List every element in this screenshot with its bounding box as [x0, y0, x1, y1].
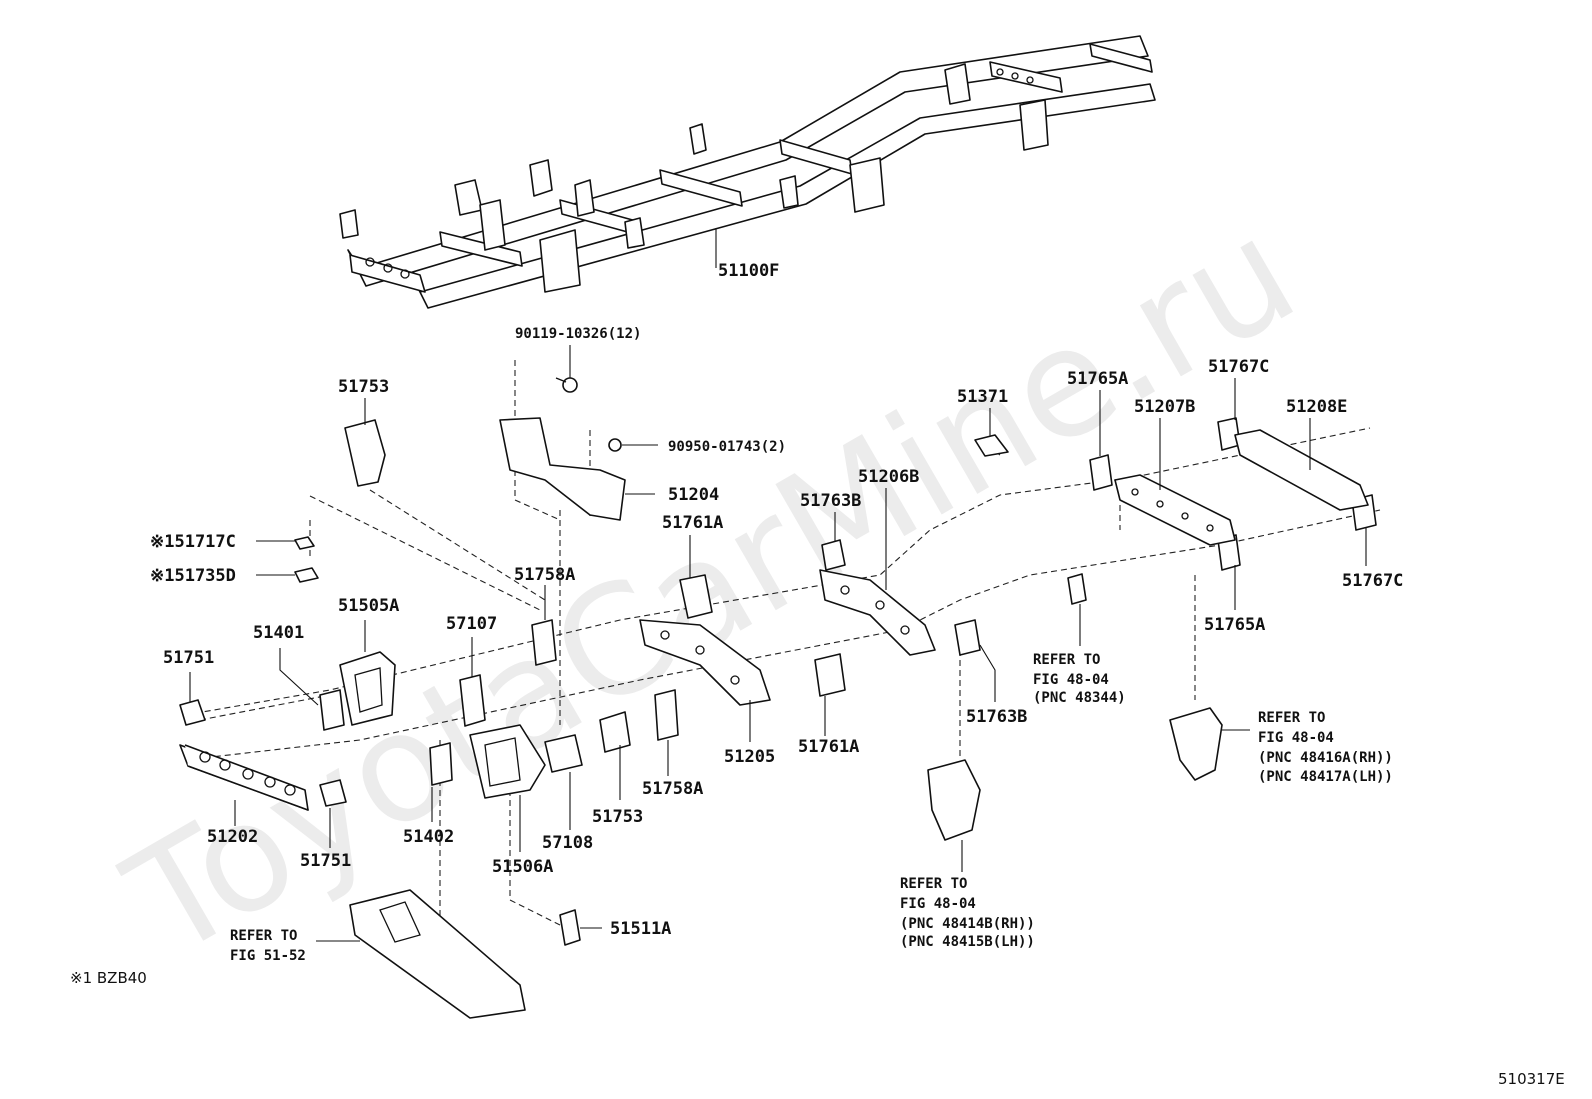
refer-block-48416A: REFER TO FIG 48-04 (PNC 48416A(RH)) (PNC…: [1258, 710, 1393, 785]
svg-text:FIG 48-04: FIG 48-04: [1258, 730, 1334, 746]
label-51753-top: 51753: [338, 377, 389, 397]
figure-code: 510317E: [1498, 1070, 1565, 1088]
svg-text:FIG 51-52: FIG 51-52: [230, 948, 306, 964]
part-51763B-bottom: [954, 619, 981, 656]
label-51763B-top: 51763B: [800, 491, 861, 511]
part-51202: [179, 744, 309, 811]
label-51767C-top: 51767C: [1208, 357, 1269, 377]
part-ref-48344: [1067, 573, 1087, 605]
part-57108: [544, 734, 583, 773]
part-51758A-bottom: [654, 689, 679, 741]
part-51207B: [1114, 474, 1236, 546]
part-51505A: [339, 651, 396, 726]
nut-90950-01743: [608, 438, 622, 452]
label-51758A-bottom: 51758A: [642, 779, 703, 799]
part-51758A-top: [531, 619, 557, 666]
label-51765A-top: 51765A: [1067, 369, 1128, 389]
label-90119-10326: 90119-10326(12): [515, 326, 641, 342]
label-51100F: 51100F: [718, 261, 779, 281]
svg-text:REFER TO: REFER TO: [230, 928, 297, 944]
label-51204: 51204: [668, 485, 719, 505]
label-51205: 51205: [724, 747, 775, 767]
label-51401: 51401: [253, 623, 304, 643]
part-51402: [429, 742, 453, 786]
frame-assembly-51100F: [339, 35, 1156, 309]
part-51371: [974, 434, 1009, 457]
svg-text:REFER TO: REFER TO: [1033, 652, 1100, 668]
label-51208E: 51208E: [1286, 397, 1347, 417]
part-51753-top: [344, 419, 386, 487]
label-57107: 57107: [446, 614, 497, 634]
label-90950-01743: 90950-01743(2): [668, 439, 786, 455]
part-ref-48416A: [1169, 707, 1223, 781]
label-51506A: 51506A: [492, 857, 553, 877]
svg-text:(PNC 48416A(RH)): (PNC 48416A(RH)): [1258, 750, 1393, 766]
part-51401: [319, 689, 345, 731]
part-51751-bottom: [319, 779, 347, 807]
label-51751-left: 51751: [163, 648, 214, 668]
label-51751-bottom: 51751: [300, 851, 351, 871]
part-ref-48414B: [927, 759, 981, 841]
part-51511A: [559, 909, 581, 946]
svg-text:(PNC 48414B(RH)): (PNC 48414B(RH)): [900, 916, 1035, 932]
label-51717C: ※151717C: [150, 532, 236, 552]
part-51753-bottom: [599, 711, 631, 753]
part-57107: [459, 674, 486, 727]
label-51206B: 51206B: [858, 467, 919, 487]
svg-text:FIG 48-04: FIG 48-04: [1033, 672, 1109, 688]
refer-block-48344: REFER TO FIG 48-04 (PNC 48344): [1033, 652, 1126, 706]
label-51763B-bottom: 51763B: [966, 707, 1027, 727]
refer-block-51-52: REFER TO FIG 51-52: [230, 928, 306, 964]
part-ref-51-52: [349, 889, 526, 1019]
svg-text:(PNC 48417A(LH)): (PNC 48417A(LH)): [1258, 769, 1393, 785]
label-51735D: ※151735D: [150, 566, 236, 586]
label-51402: 51402: [403, 827, 454, 847]
bolt-90119-10326: [555, 377, 578, 393]
part-51761A-bottom: [814, 653, 846, 697]
label-51767C-right: 51767C: [1342, 571, 1403, 591]
part-51208E: [1234, 429, 1369, 511]
part-51735D: [294, 567, 319, 583]
label-51761A-top: 51761A: [662, 513, 723, 533]
svg-text:(PNC 48344): (PNC 48344): [1033, 690, 1126, 706]
label-51753-bottom: 51753: [592, 807, 643, 827]
part-51717C: [294, 536, 315, 550]
svg-text:(PNC 48415B(LH)): (PNC 48415B(LH)): [900, 934, 1035, 950]
label-57108: 57108: [542, 833, 593, 853]
svg-text:REFER TO: REFER TO: [1258, 710, 1325, 726]
label-51758A-top: 51758A: [514, 565, 575, 585]
svg-text:FIG 48-04: FIG 48-04: [900, 896, 976, 912]
label-51202: 51202: [207, 827, 258, 847]
label-51371: 51371: [957, 387, 1008, 407]
label-51505A: 51505A: [338, 596, 399, 616]
footnote: ※1 BZB40: [70, 969, 147, 987]
label-51207B: 51207B: [1134, 397, 1195, 417]
part-51763B-top: [821, 539, 846, 571]
part-51761A-top: [679, 574, 713, 619]
part-51204: [499, 417, 626, 521]
watermark: ToyotaCarMine.ru: [100, 185, 1323, 991]
svg-text:REFER TO: REFER TO: [900, 876, 967, 892]
part-51765A-top: [1089, 454, 1113, 491]
label-51761A-bottom: 51761A: [798, 737, 859, 757]
label-51765A-right: 51765A: [1204, 615, 1265, 635]
label-51511A: 51511A: [610, 919, 671, 939]
part-51751-left: [179, 699, 206, 726]
refer-block-48414B: REFER TO FIG 48-04 (PNC 48414B(RH)) (PNC…: [900, 876, 1035, 950]
